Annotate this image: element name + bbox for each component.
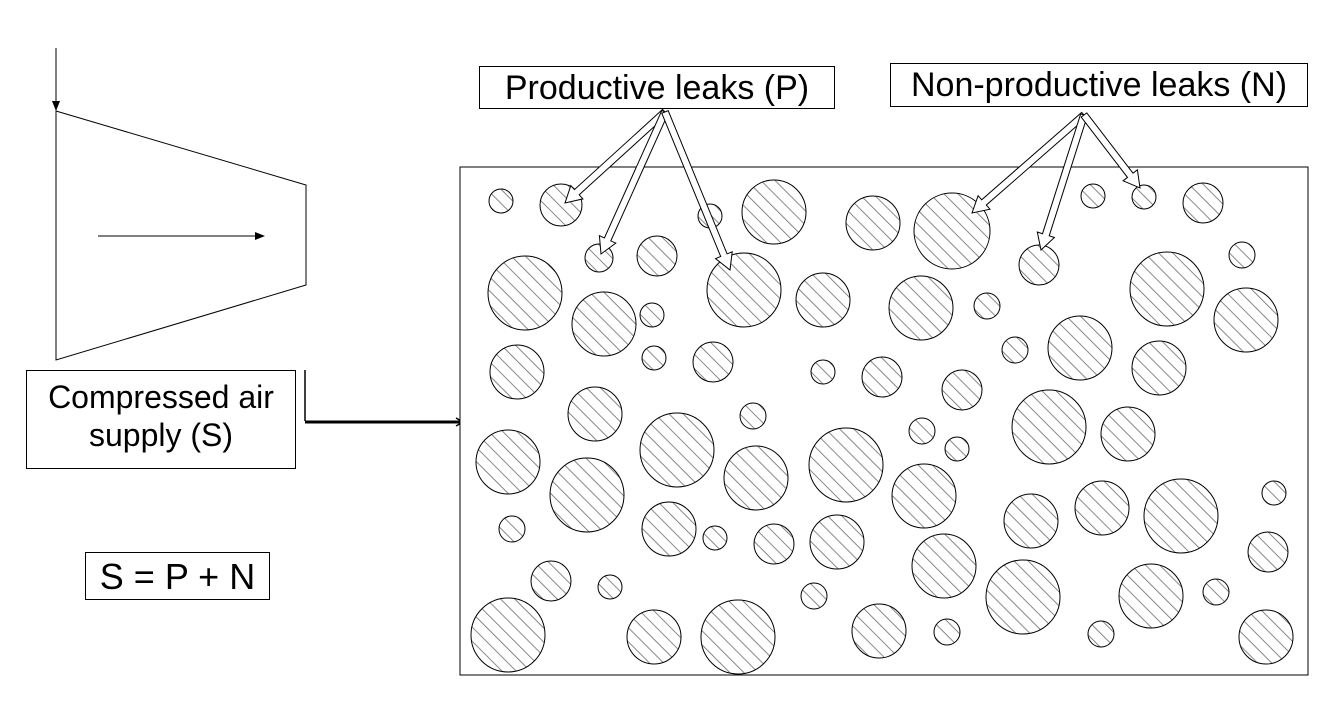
leak-circle bbox=[944, 436, 970, 462]
equation-label: S = P + N bbox=[85, 552, 270, 600]
leak-circle bbox=[639, 412, 715, 488]
leak-circle bbox=[809, 514, 865, 570]
leak-circle bbox=[639, 302, 665, 328]
supply-text-line2: supply (S) bbox=[88, 417, 234, 454]
leak-circle bbox=[567, 386, 623, 442]
leak-circle bbox=[913, 192, 991, 270]
leak-circle bbox=[1247, 531, 1289, 573]
leak-circle bbox=[489, 344, 545, 400]
leak-circle bbox=[1182, 182, 1224, 224]
leak-circle bbox=[584, 243, 614, 273]
leak-circle bbox=[626, 609, 682, 665]
leak-circle bbox=[973, 292, 1001, 320]
leak-circle bbox=[530, 560, 572, 602]
leak-circle bbox=[488, 188, 514, 214]
leak-circle bbox=[470, 597, 546, 673]
pointer-arrows bbox=[564, 108, 1141, 271]
leak-circle bbox=[753, 523, 795, 565]
leak-circle bbox=[851, 603, 907, 659]
leak-circle bbox=[1003, 493, 1059, 549]
supply-pipe bbox=[304, 370, 465, 427]
leak-circle bbox=[1228, 241, 1256, 269]
leak-circle bbox=[571, 291, 637, 357]
leak-circle bbox=[908, 417, 936, 445]
leak-circle bbox=[891, 463, 957, 529]
leak-circle bbox=[1118, 563, 1184, 629]
compressor bbox=[52, 48, 307, 361]
supply-text-line1: Compressed air bbox=[48, 379, 274, 415]
productive-pointer-arrow bbox=[598, 109, 669, 255]
leak-circle bbox=[800, 582, 828, 610]
leak-circle bbox=[1129, 251, 1205, 327]
leak-circle bbox=[808, 427, 884, 503]
leak-circle bbox=[641, 501, 697, 557]
leak-circles bbox=[470, 179, 1294, 675]
leak-circle bbox=[1238, 609, 1294, 665]
leak-circle bbox=[911, 533, 977, 599]
leak-circle bbox=[741, 179, 807, 245]
leak-circle bbox=[985, 559, 1061, 635]
productive-pointer-arrow bbox=[661, 110, 733, 271]
leak-circle bbox=[706, 252, 782, 328]
leak-circle bbox=[933, 618, 961, 646]
compressed-air-supply-label: Compressed air supply (S) bbox=[26, 370, 296, 469]
leak-circle bbox=[1143, 478, 1219, 554]
leak-circle bbox=[487, 255, 563, 331]
equation-text: S = P + N bbox=[99, 556, 256, 597]
compressor-body bbox=[55, 110, 307, 361]
leak-circle bbox=[641, 345, 667, 371]
leak-circle bbox=[475, 429, 541, 495]
leak-circle bbox=[1001, 336, 1029, 364]
nonproductive-pointer-arrow bbox=[1036, 113, 1088, 251]
leak-circle bbox=[1011, 389, 1087, 465]
productive-leaks-label: Productive leaks (P) bbox=[479, 66, 835, 109]
leak-circle bbox=[1213, 287, 1279, 353]
leak-circle bbox=[1080, 183, 1106, 209]
nonproductive-leaks-label: Non-productive leaks (N) bbox=[890, 63, 1308, 107]
leak-circle bbox=[861, 356, 903, 398]
leak-circle bbox=[739, 402, 767, 430]
leak-circle bbox=[1131, 340, 1187, 396]
productive-pointer-arrow bbox=[564, 108, 669, 204]
leak-circle bbox=[845, 195, 901, 251]
leak-circle bbox=[941, 369, 983, 411]
leak-circle bbox=[498, 515, 526, 543]
leak-circle bbox=[597, 574, 623, 600]
leak-circle bbox=[702, 525, 728, 551]
leak-circle bbox=[1087, 620, 1115, 648]
leak-circle bbox=[692, 341, 734, 383]
leak-circle bbox=[1131, 184, 1157, 210]
leak-circle bbox=[810, 359, 836, 385]
nonproductive-pointer-arrow bbox=[1080, 112, 1141, 189]
productive-leaks-text: Productive leaks (P) bbox=[504, 69, 810, 107]
nonproductive-pointer-arrow bbox=[971, 111, 1088, 214]
leak-circle bbox=[723, 445, 789, 511]
leak-circle bbox=[1047, 315, 1113, 381]
leak-circle bbox=[795, 272, 851, 328]
nonproductive-leaks-text: Non-productive leaks (N) bbox=[910, 66, 1288, 104]
leak-circle bbox=[1018, 244, 1060, 286]
leak-circle bbox=[1074, 480, 1130, 536]
leak-circle bbox=[549, 457, 625, 533]
leak-circle bbox=[1261, 480, 1287, 506]
leak-circle bbox=[888, 275, 954, 341]
leak-circle bbox=[700, 599, 776, 675]
leak-circle bbox=[1100, 406, 1156, 462]
leak-circle bbox=[636, 235, 678, 277]
leak-circle bbox=[1202, 578, 1230, 606]
